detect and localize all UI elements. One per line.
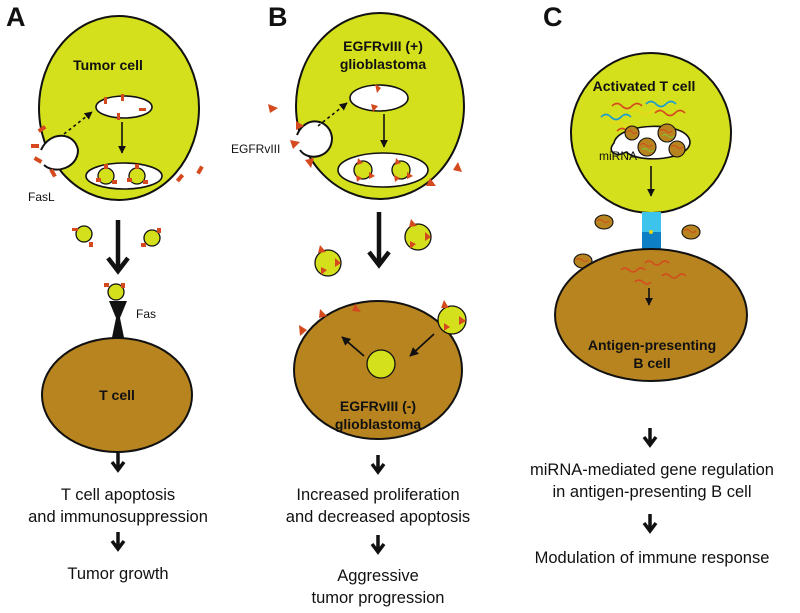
vesicle-markers	[96, 164, 148, 184]
outcome-c-final: Modulation of immune response	[535, 549, 770, 567]
t-cell	[41, 337, 193, 453]
membrane-arrow	[341, 336, 365, 357]
b-cell-label-2: B cell	[633, 355, 670, 371]
transferred-receptors	[299, 304, 361, 336]
small-arrow	[110, 532, 126, 552]
dashed-arrow	[317, 102, 348, 127]
docking-exosome	[107, 283, 125, 301]
outcome-b-final-2: tumor progression	[312, 589, 445, 607]
fusing-exosome	[437, 300, 467, 335]
small-arrow	[370, 535, 386, 555]
mirna-exosome	[594, 214, 614, 230]
outcome-c-line-2: in antigen-presenting B cell	[552, 483, 751, 501]
fasl-markers	[31, 125, 204, 183]
panel-b-letter: B	[268, 2, 288, 32]
tumor-cell-label: Tumor cell	[73, 57, 143, 73]
panel-a: A Tumor cell FasL	[6, 2, 208, 583]
b-cell	[554, 248, 748, 382]
small-arrow	[370, 455, 386, 475]
panel-c: C Activated T cell	[530, 2, 774, 567]
exosome	[314, 245, 342, 277]
activated-t-cell-label: Activated T cell	[593, 78, 696, 94]
mirna-exosome	[657, 123, 677, 143]
small-arrow	[642, 514, 658, 534]
egfrviii-markers	[268, 104, 462, 186]
outcome-b-final-1: Aggressive	[337, 567, 419, 585]
outcome-b-line-1: Increased proliferation	[296, 486, 459, 504]
early-endosome	[349, 84, 409, 112]
mirna-exosome	[668, 140, 686, 158]
multivesicular-body	[337, 152, 429, 188]
small-arrow	[642, 428, 658, 448]
mirna-exosome	[637, 137, 657, 157]
egfrviii-positive-label-2: glioblastoma	[340, 56, 427, 72]
b-cell-label-1: Antigen-presenting	[588, 337, 716, 353]
exosome	[404, 219, 432, 251]
mirna-exosome	[624, 125, 640, 141]
fas-label: Fas	[136, 307, 156, 321]
outcome-b-line-2: and decreased apoptosis	[286, 508, 470, 526]
egfrviii-positive-label-1: EGFRvIII (+)	[343, 38, 423, 54]
panel-a-letter: A	[6, 2, 26, 32]
intraluminal-vesicle	[353, 160, 373, 180]
outcome-a-line-2: and immunosuppression	[28, 508, 208, 526]
endosome-markers	[371, 84, 381, 112]
egfrviii-negative-label-1: EGFRvIII (-)	[340, 398, 416, 414]
exosome	[72, 225, 93, 247]
outcome-a-line-1: T cell apoptosis	[61, 486, 175, 504]
fusion-arrow	[409, 333, 435, 357]
transferred-vesicle	[366, 349, 396, 379]
panel-b: B EGFRvIII (+) glioblastoma EGFRvIII	[231, 2, 470, 607]
transferred-mirna	[620, 260, 687, 285]
intraluminal-vesicle	[391, 160, 411, 180]
egfrviii-label: EGFRvIII	[231, 142, 280, 156]
small-arrow	[110, 453, 126, 473]
synapse-connector-top	[642, 212, 661, 232]
t-cell-label: T cell	[99, 387, 135, 403]
egfrviii-negative-label-2: glioblastoma	[335, 416, 422, 432]
outcome-c-line-1: miRNA-mediated gene regulation	[530, 461, 774, 479]
endosome-markers	[104, 94, 146, 120]
synapse-connector-bottom	[642, 232, 661, 252]
mirna-exosome	[681, 224, 701, 240]
exosome	[141, 228, 161, 247]
vesicle-markers	[356, 158, 413, 182]
endocytic-pit	[296, 120, 334, 158]
panel-c-letter: C	[543, 2, 563, 32]
mirna-label: miRNA	[599, 149, 637, 163]
outcome-a-final: Tumor growth	[67, 565, 168, 583]
endocytic-pit	[40, 134, 80, 171]
fasl-label: FasL	[28, 190, 55, 204]
